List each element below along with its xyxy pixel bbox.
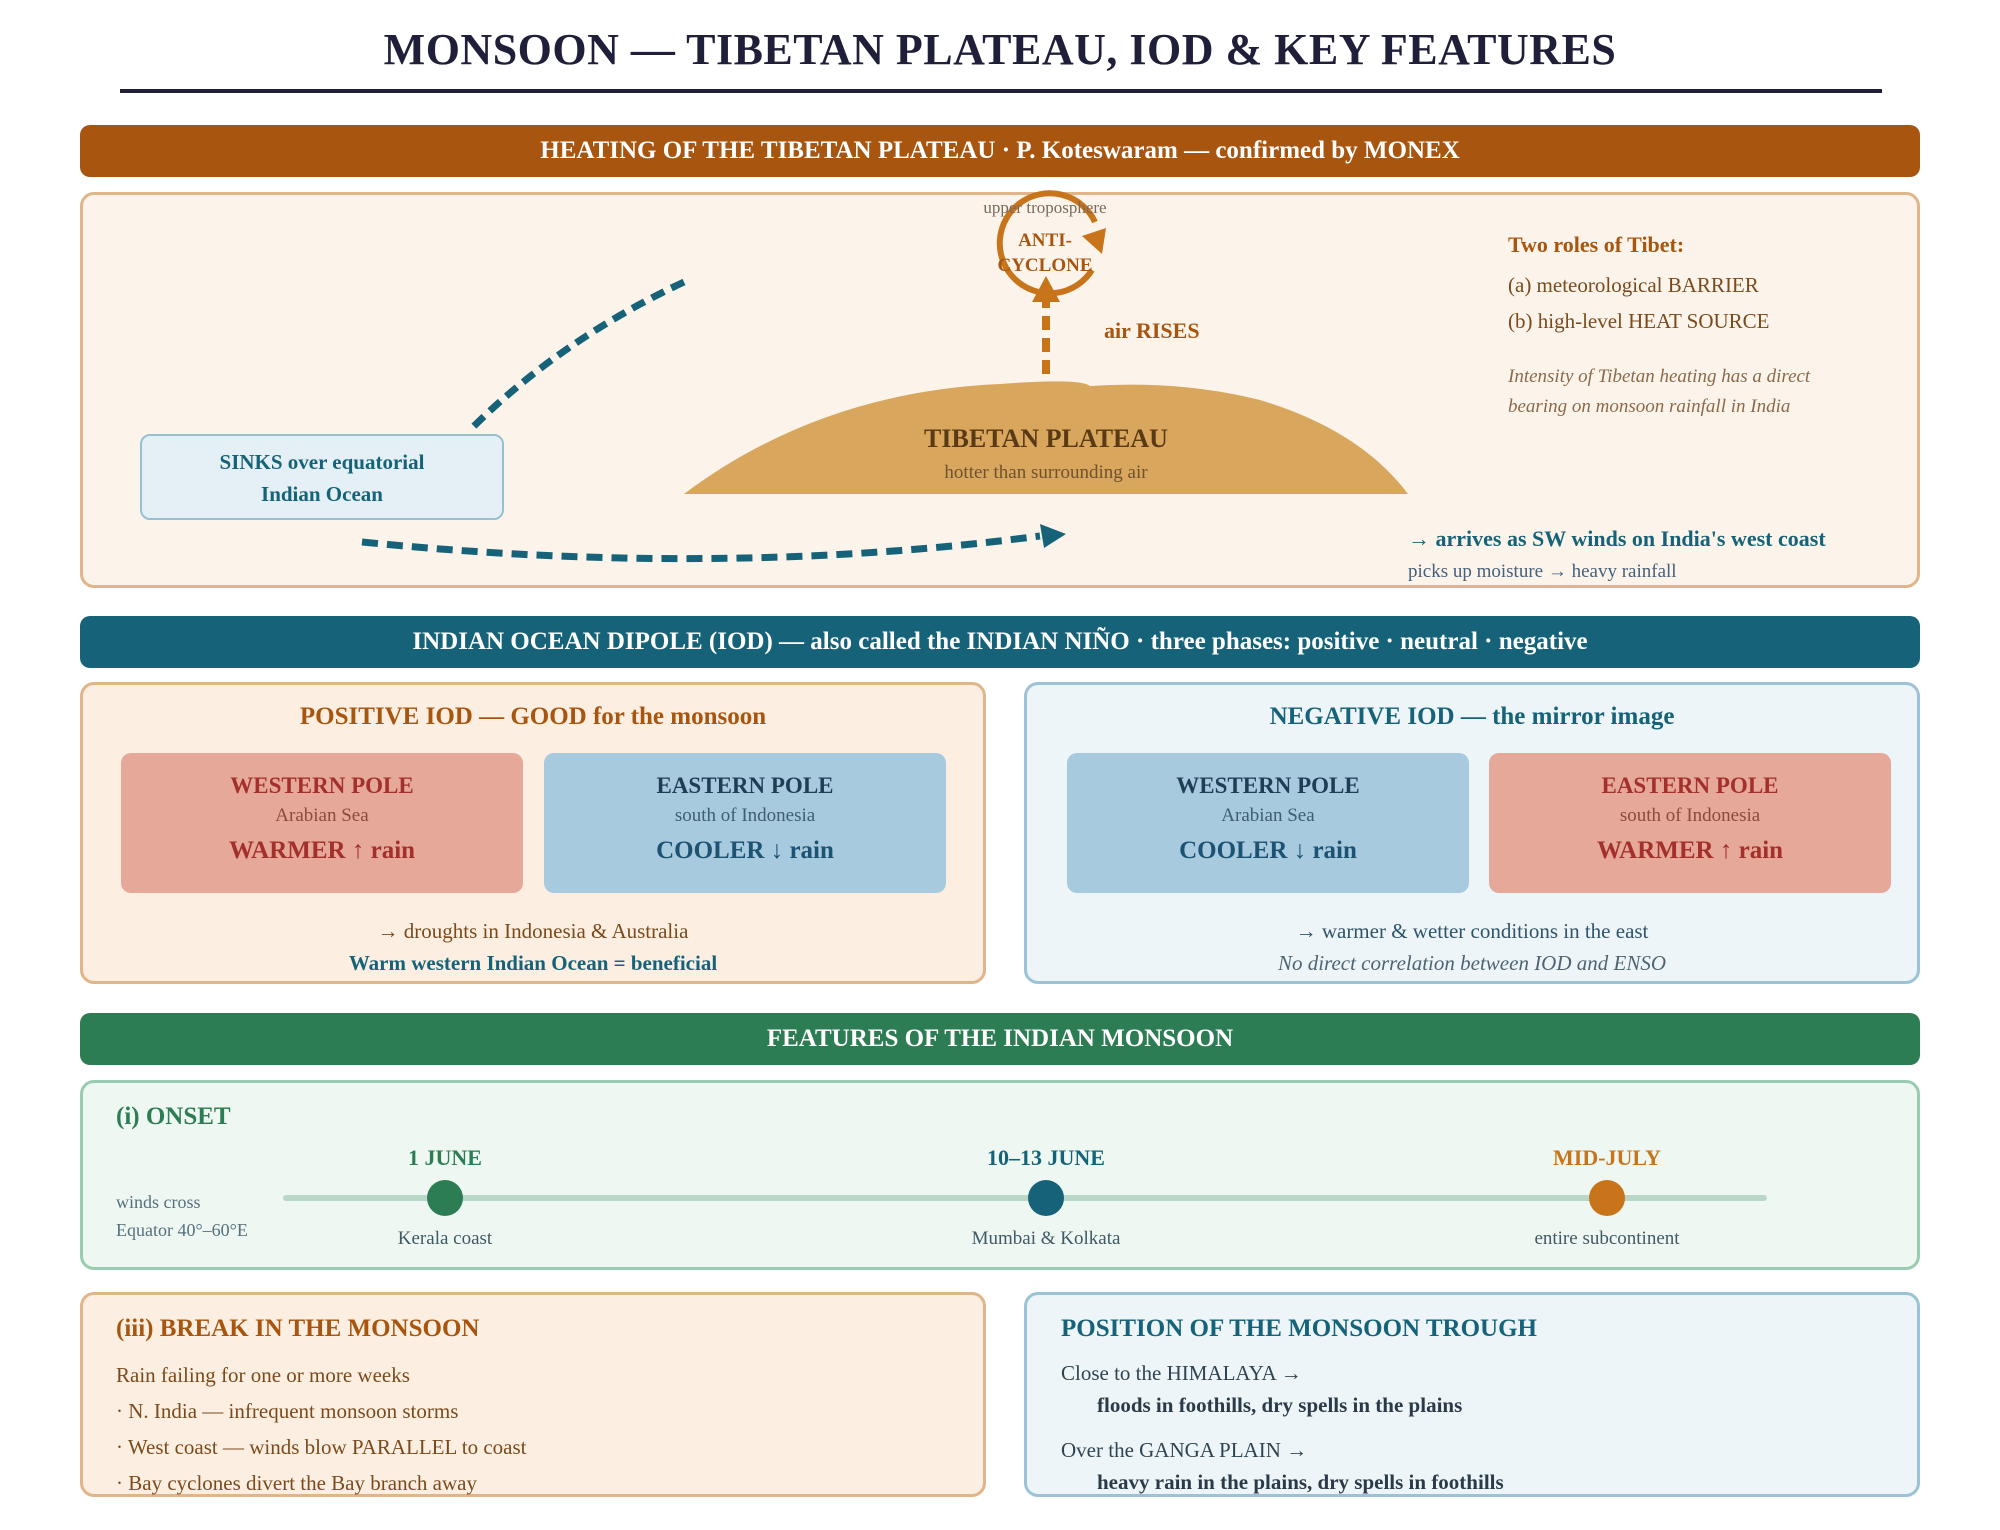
negative-eastern-sub: south of Indonesia <box>1619 805 1761 826</box>
break-panel: (iii) BREAK IN THE MONSOON Rain failing … <box>80 1292 986 1497</box>
positive-western-head: WESTERN POLE <box>230 773 414 798</box>
features-banner-text: FEATURES OF THE INDIAN MONSOON <box>766 1025 1234 1052</box>
positive-eastern-sub: south of Indonesia <box>674 805 816 826</box>
negative-iod-emphasis: No direct correlation between IOD and EN… <box>1277 951 1667 975</box>
onset-timeline <box>283 1195 1767 1201</box>
title-underline <box>120 89 1882 93</box>
sinks-line-2: Indian Ocean <box>261 482 383 506</box>
upper-troposphere-label: upper troposphere <box>983 198 1107 217</box>
onset-title: (i) ONSET <box>116 1103 231 1130</box>
iod-banner-text: INDIAN OCEAN DIPOLE (IOD) — also called … <box>412 628 1588 655</box>
tibet-banner: HEATING OF THE TIBETAN PLATEAU · P. Kote… <box>80 125 1920 177</box>
page-title: MONSOON — TIBETAN PLATEAU, IOD & KEY FEA… <box>383 25 1617 74</box>
anticyclone-label: ANTI- CYCLONE <box>975 228 1115 278</box>
milestone-place: Kerala coast <box>397 1228 493 1249</box>
negative-western-head: WESTERN POLE <box>1176 773 1360 798</box>
role-heat-source: (b) high-level HEAT SOURCE <box>1508 309 1770 333</box>
negative-iod-title: NEGATIVE IOD — the mirror image <box>1269 703 1675 730</box>
break-line: · Bay cyclones divert the Bay branch awa… <box>116 1471 477 1495</box>
trough-ganga-result: heavy rain in the plains, dry spells in … <box>1097 1470 1504 1494</box>
sw-winds-arrowhead <box>1040 524 1066 548</box>
intensity-line-2: bearing on monsoon rainfall in India <box>1508 396 1791 417</box>
onset-panel: (i) ONSET winds cross Equator 40°–60°E 1… <box>80 1080 1920 1270</box>
sinks-line-1: SINKS over equatorial <box>219 450 425 474</box>
milestone-dot <box>1028 1180 1064 1216</box>
milestone-place: Mumbai & Kolkata <box>971 1228 1121 1249</box>
trough-title: POSITION OF THE MONSOON TROUGH <box>1061 1315 1538 1342</box>
break-line: · N. India — infrequent monsoon storms <box>116 1399 459 1423</box>
break-line: · West coast — winds blow PARALLEL to co… <box>116 1435 527 1459</box>
positive-eastern-head: EASTERN POLE <box>656 773 834 798</box>
plateau-title: TIBETAN PLATEAU <box>924 424 1168 453</box>
milestone-date: 10–13 JUNE <box>987 1145 1105 1170</box>
trough-himalaya-result: floods in foothills, dry spells in the p… <box>1097 1393 1463 1417</box>
tibet-banner-text: HEATING OF THE TIBETAN PLATEAU · P. Kote… <box>540 137 1460 164</box>
descending-air-arrow <box>467 278 686 433</box>
milestone-date: MID-JULY <box>1553 1145 1661 1170</box>
intensity-line-1: Intensity of Tibetan heating has a direc… <box>1508 366 1811 387</box>
negative-eastern-pole: EASTERN POLE south of Indonesia WARMER ↑… <box>1489 753 1891 893</box>
negative-iod-panel: NEGATIVE IOD — the mirror image WESTERN … <box>1024 682 1920 984</box>
positive-eastern-value: COOLER ↓ rain <box>656 837 834 864</box>
trough-ganga-lead: Over the GANGA PLAIN → <box>1061 1438 1308 1462</box>
trough-himalaya-lead: Close to the HIMALAYA → <box>1061 1361 1302 1385</box>
anticyclone-arrowhead <box>1082 228 1106 254</box>
positive-iod-note: → droughts in Indonesia & Australia <box>377 919 689 943</box>
negative-western-pole: WESTERN POLE Arabian Sea COOLER ↓ rain <box>1067 753 1469 893</box>
sinks-box: SINKS over equatorial Indian Ocean <box>140 434 504 520</box>
negative-western-sub: Arabian Sea <box>1221 805 1315 826</box>
negative-iod-note: → warmer & wetter conditions in the east <box>1295 919 1649 943</box>
break-list: Rain failing for one or more weeks · N. … <box>116 1357 527 1501</box>
roles-title: Two roles of Tibet: <box>1508 232 1685 257</box>
positive-eastern-pole: EASTERN POLE south of Indonesia COOLER ↓… <box>544 753 946 893</box>
milestone-place: entire subcontinent <box>1534 1228 1680 1249</box>
tibet-diagram <box>361 190 1408 563</box>
negative-eastern-value: WARMER ↑ rain <box>1596 837 1784 864</box>
iod-banner: INDIAN OCEAN DIPOLE (IOD) — also called … <box>80 616 1920 668</box>
moisture-label: picks up moisture → heavy rainfall <box>1408 561 1677 582</box>
arrives-label: → arrives as SW winds on India's west co… <box>1408 526 1826 551</box>
milestone-dot <box>1589 1180 1625 1216</box>
onset-side-line-1: winds cross <box>116 1192 201 1212</box>
intensity-note: Intensity of Tibetan heating has a direc… <box>1508 362 1810 422</box>
positive-iod-panel: POSITIVE IOD — GOOD for the monsoon WEST… <box>80 682 986 984</box>
features-banner: FEATURES OF THE INDIAN MONSOON <box>80 1013 1920 1065</box>
onset-side-line-2: Equator 40°–60°E <box>116 1220 248 1240</box>
anticyclone-circle <box>996 190 1098 297</box>
break-title: (iii) BREAK IN THE MONSOON <box>116 1315 480 1342</box>
trough-panel: POSITION OF THE MONSOON TROUGH Close to … <box>1024 1292 1920 1497</box>
role-barrier: (a) meteorological BARRIER <box>1508 273 1759 297</box>
air-rises-label: air RISES <box>1104 318 1200 343</box>
plateau-subtitle: hotter than surrounding air <box>944 462 1148 483</box>
positive-iod-emphasis: Warm western Indian Ocean = beneficial <box>348 951 718 975</box>
negative-eastern-head: EASTERN POLE <box>1601 773 1779 798</box>
anticyclone-line-2: CYCLONE <box>997 255 1093 276</box>
onset-side-note: winds cross Equator 40°–60°E <box>116 1188 248 1244</box>
negative-western-value: COOLER ↓ rain <box>1179 837 1357 864</box>
positive-western-pole: WESTERN POLE Arabian Sea WARMER ↑ rain <box>121 753 523 893</box>
milestone-date: 1 JUNE <box>408 1145 482 1170</box>
positive-western-sub: Arabian Sea <box>275 805 369 826</box>
milestone-dot <box>427 1180 463 1216</box>
plateau-shape <box>684 381 1408 494</box>
break-line: Rain failing for one or more weeks <box>116 1363 410 1387</box>
positive-western-value: WARMER ↑ rain <box>228 837 416 864</box>
sw-winds-arrow <box>361 532 1041 563</box>
positive-iod-title: POSITIVE IOD — GOOD for the monsoon <box>299 703 767 730</box>
anticyclone-line-1: ANTI- <box>1018 230 1072 251</box>
